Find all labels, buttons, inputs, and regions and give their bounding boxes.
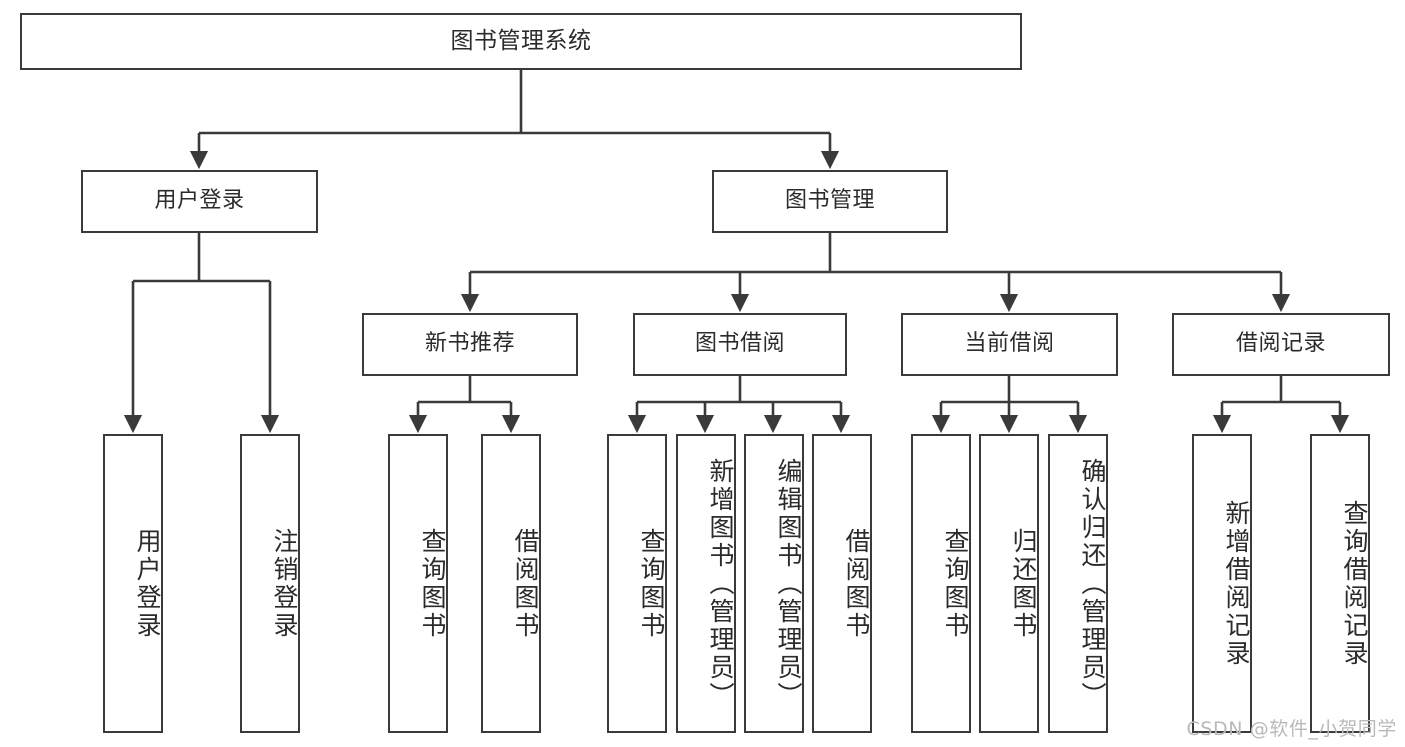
- leaf-label: 查询图书: [418, 527, 447, 640]
- node-user-login[interactable]: 用户登录: [81, 170, 318, 233]
- leaf-new-book-borrow[interactable]: 借阅图书: [481, 434, 541, 733]
- leaf-label: 查询图书: [941, 527, 970, 640]
- node-current-borrow[interactable]: 当前借阅: [901, 313, 1118, 376]
- leaf-borrow-edit-book[interactable]: 编辑图书（管理员）: [744, 434, 804, 733]
- node-book-borrow-label: 图书借阅: [694, 331, 785, 357]
- leaf-current-query-book[interactable]: 查询图书: [911, 434, 971, 733]
- node-user-login-label: 用户登录: [154, 188, 245, 214]
- watermark-text: CSDN @软件_小贺同学: [1186, 718, 1397, 740]
- node-book-management-label: 图书管理: [784, 188, 875, 214]
- node-book-borrow[interactable]: 图书借阅: [633, 313, 847, 376]
- node-new-book-recommend-label: 新书推荐: [424, 331, 515, 357]
- leaf-label: 编辑图书（管理员）: [774, 457, 803, 710]
- leaf-label: 确认归还（管理员）: [1078, 457, 1107, 710]
- leaf-label: 归还图书: [1009, 527, 1038, 640]
- node-new-book-recommend[interactable]: 新书推荐: [362, 313, 578, 376]
- node-book-management[interactable]: 图书管理: [712, 170, 948, 233]
- node-borrow-record-label: 借阅记录: [1235, 331, 1326, 357]
- leaf-label: 借阅图书: [842, 527, 871, 640]
- leaf-label: 借阅图书: [511, 527, 540, 640]
- leaf-new-book-query[interactable]: 查询图书: [388, 434, 448, 733]
- leaf-label: 新增借阅记录: [1222, 499, 1251, 668]
- leaf-label: 新增图书（管理员）: [706, 457, 735, 710]
- node-current-borrow-label: 当前借阅: [964, 331, 1055, 357]
- leaf-label: 用户登录: [133, 527, 162, 640]
- leaf-current-confirm-return[interactable]: 确认归还（管理员）: [1048, 434, 1108, 733]
- leaf-borrow-query-book[interactable]: 查询图书: [607, 434, 667, 733]
- leaf-label: 查询借阅记录: [1340, 499, 1369, 668]
- leaf-label: 注销登录: [270, 527, 299, 640]
- leaf-user-login-signin[interactable]: 用户登录: [103, 434, 163, 733]
- node-borrow-record[interactable]: 借阅记录: [1172, 313, 1390, 376]
- node-root-label: 图书管理系统: [450, 27, 592, 54]
- leaf-borrow-add-book[interactable]: 新增图书（管理员）: [676, 434, 736, 733]
- leaf-borrow-borrow-book[interactable]: 借阅图书: [812, 434, 872, 733]
- leaf-record-add[interactable]: 新增借阅记录: [1192, 434, 1252, 733]
- leaf-record-query[interactable]: 查询借阅记录: [1310, 434, 1370, 733]
- leaf-label: 查询图书: [637, 527, 666, 640]
- node-root[interactable]: 图书管理系统: [20, 13, 1022, 70]
- leaf-user-login-signout[interactable]: 注销登录: [240, 434, 300, 733]
- leaf-current-return-book[interactable]: 归还图书: [979, 434, 1039, 733]
